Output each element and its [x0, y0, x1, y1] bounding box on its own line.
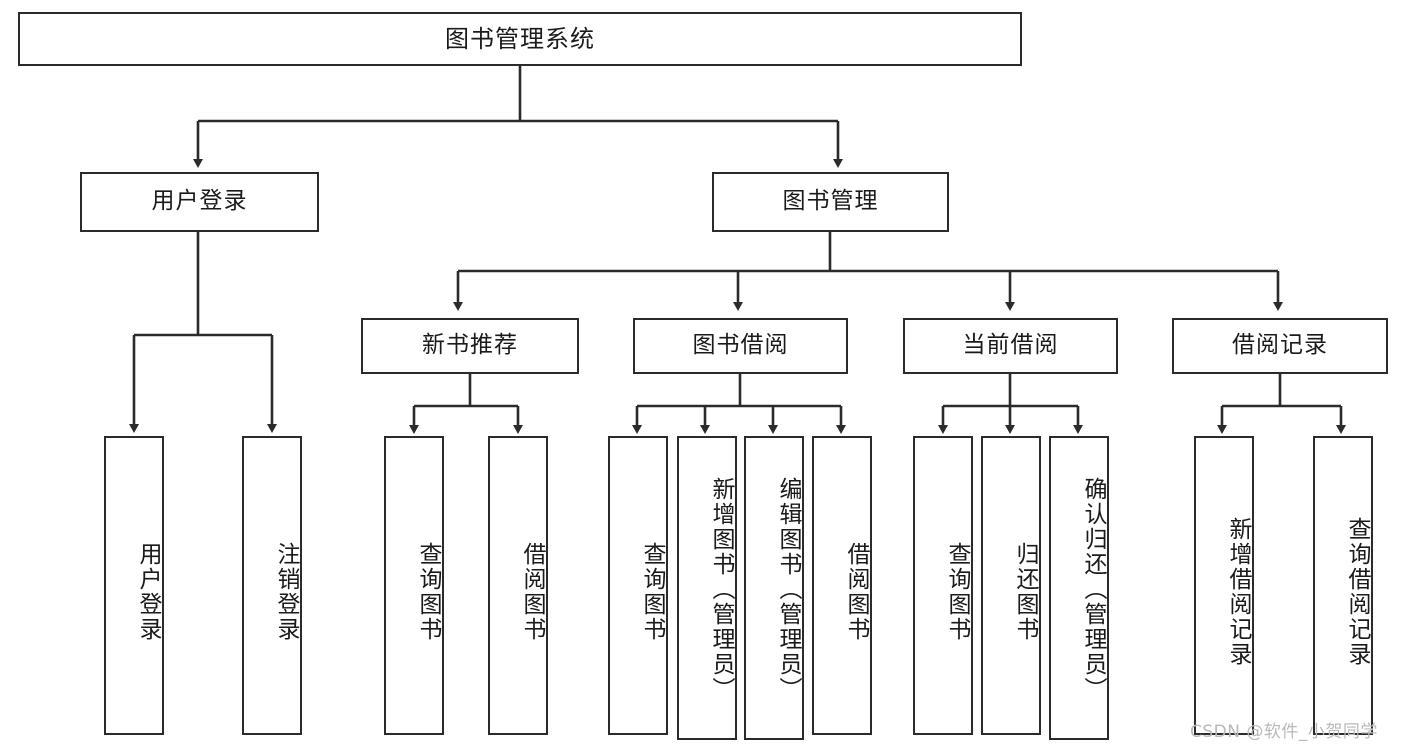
node-user-login[interactable]: 用户登录 — [80, 172, 319, 232]
node-book-manage[interactable]: 图书管理 — [712, 172, 949, 232]
leaf-borrow-book-2[interactable]: 借阅图书 — [812, 436, 872, 735]
node-current-borrow[interactable]: 当前借阅 — [903, 318, 1118, 374]
node-borrow-record[interactable]: 借阅记录 — [1172, 318, 1388, 374]
node-book-borrow[interactable]: 图书借阅 — [633, 318, 848, 374]
leaf-query-book-1[interactable]: 查询图书 — [384, 436, 444, 735]
leaf-user-login[interactable]: 用户登录 — [104, 436, 164, 735]
leaf-user-logout[interactable]: 注销登录 — [242, 436, 302, 735]
node-new-book-recommend[interactable]: 新书推荐 — [361, 318, 579, 374]
leaf-confirm-return[interactable]: 确认归还（管理员） — [1049, 436, 1109, 740]
leaf-return-book[interactable]: 归还图书 — [981, 436, 1041, 735]
leaf-edit-book[interactable]: 编辑图书（管理员） — [744, 436, 804, 740]
csdn-watermark: CSDN @软件_小贺同学 — [1190, 722, 1378, 742]
leaf-borrow-book-1[interactable]: 借阅图书 — [488, 436, 548, 735]
leaf-add-record[interactable]: 新增借阅记录 — [1194, 436, 1254, 735]
leaf-add-book[interactable]: 新增图书（管理员） — [677, 436, 737, 740]
leaf-query-record[interactable]: 查询借阅记录 — [1313, 436, 1373, 735]
node-root-system[interactable]: 图书管理系统 — [18, 12, 1022, 66]
leaf-query-book-3[interactable]: 查询图书 — [913, 436, 973, 735]
leaf-query-book-2[interactable]: 查询图书 — [608, 436, 668, 735]
